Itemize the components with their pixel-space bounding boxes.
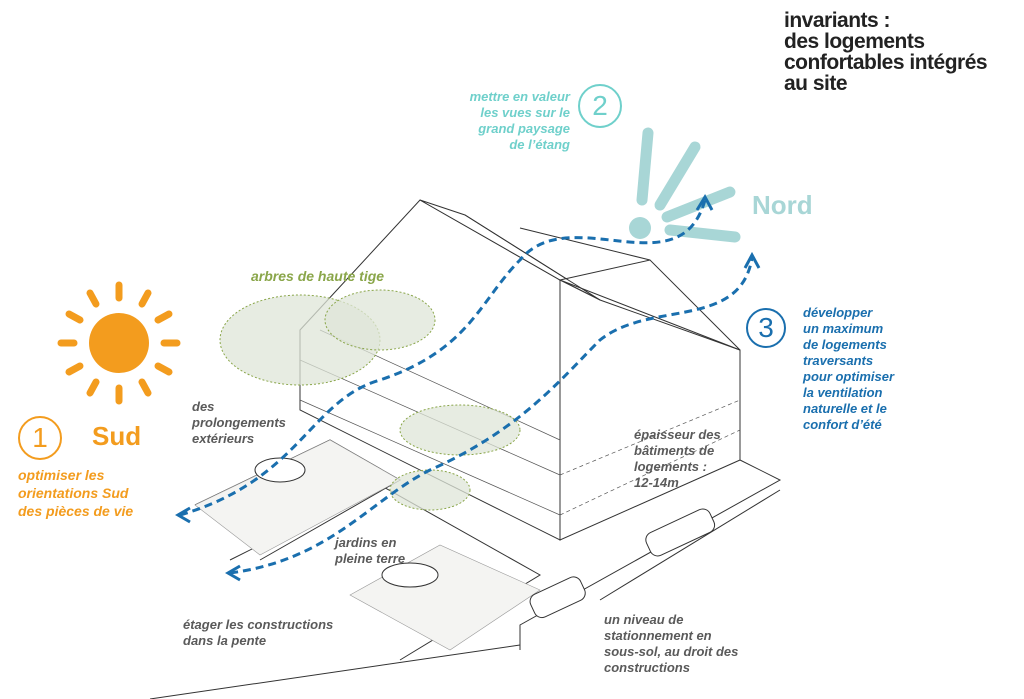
page-title: invariants : des logements confortables …: [784, 9, 988, 95]
text-line: développer: [803, 305, 873, 320]
badge-number: 2: [592, 90, 608, 121]
text-line: bâtiments de: [634, 443, 715, 458]
views-text: mettre en valeur les vues sur le grand p…: [450, 89, 570, 153]
title-line: des logements: [784, 30, 925, 53]
gardens-label: jardins en pleine terre: [335, 535, 405, 567]
text-line: stationnement en: [604, 628, 712, 643]
text-line: jardins en: [335, 535, 397, 550]
title-line: au site: [784, 72, 848, 95]
badge-number: 3: [758, 312, 774, 343]
parking-label: un niveau de stationnement en sous-sol, …: [604, 612, 738, 676]
trees-label: arbres de haute tige: [251, 268, 385, 284]
text-line: des: [192, 399, 215, 414]
text-line: étager les constructions: [183, 617, 334, 632]
text-line: confort d’été: [803, 417, 882, 432]
text-line: pour optimiser: [803, 369, 895, 384]
text-line: prolongements: [192, 415, 286, 430]
badge-number: 1: [32, 422, 48, 453]
badge-3: 3: [746, 308, 786, 348]
text-line: la ventilation: [803, 385, 883, 400]
airflow-arrows: [179, 199, 754, 575]
text-line: de l’étang: [509, 137, 570, 152]
text-line: traversants: [803, 353, 874, 368]
text-line: grand paysage: [478, 121, 570, 136]
text-line: naturelle et le: [803, 401, 887, 416]
text-line: dans la pente: [183, 633, 267, 648]
text-line: un maximum: [803, 321, 884, 336]
text-line: logements :: [634, 459, 707, 474]
extensions-label: des prolongements extérieurs: [192, 399, 286, 447]
terraces-label: étager les constructions dans la pente: [183, 617, 333, 649]
text-line: optimiser les: [18, 467, 105, 483]
south-label: Sud: [92, 421, 142, 451]
text-line: 12-14m: [634, 475, 679, 490]
south-text: optimiser les orientations Sud des pièce…: [18, 466, 133, 520]
text-line: pleine terre: [335, 551, 406, 566]
text-line: orientations Sud: [18, 485, 129, 501]
north-light-icon: [629, 127, 741, 243]
text-line: sous-sol, au droit des: [604, 644, 739, 659]
badge-1: 1: [18, 416, 62, 460]
text-line: mettre en valeur: [469, 89, 570, 104]
text-line: de logements: [803, 337, 887, 352]
badge-2: 2: [578, 84, 622, 128]
title-line: invariants :: [784, 9, 891, 32]
text-line: épaisseur des: [634, 427, 721, 442]
ventilation-text: développer un maximum de logements trave…: [803, 305, 894, 433]
sun-icon: [57, 281, 181, 405]
text-line: constructions: [604, 660, 690, 675]
text-line: les vues sur le: [480, 105, 570, 120]
north-label: Nord: [752, 190, 813, 220]
text-line: des pièces de vie: [18, 503, 134, 519]
thickness-label: épaisseur des bâtiments de logements : 1…: [634, 427, 721, 491]
text-line: un niveau de: [604, 612, 684, 627]
text-line: extérieurs: [192, 431, 255, 446]
title-line: confortables intégrés: [784, 51, 988, 74]
